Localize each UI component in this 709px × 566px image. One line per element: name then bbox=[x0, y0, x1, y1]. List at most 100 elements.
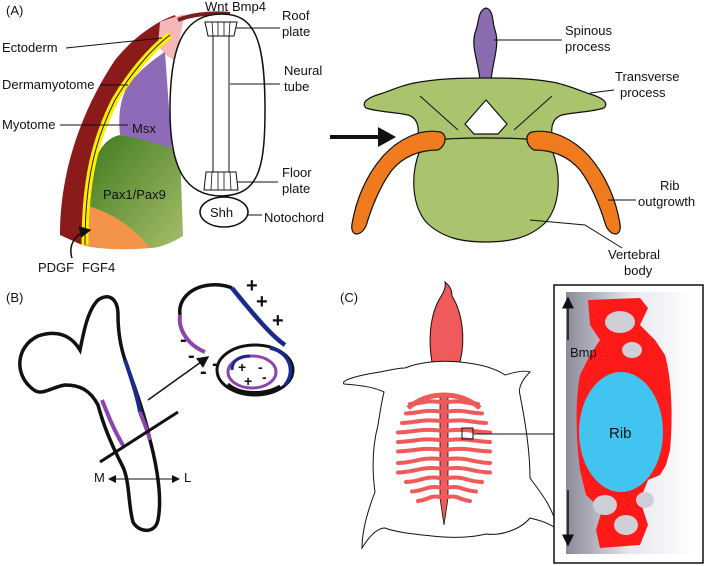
notochord-label: Notochord bbox=[264, 210, 324, 225]
neural-canal bbox=[464, 99, 508, 135]
vertebral-body bbox=[413, 137, 559, 243]
cavity-5 bbox=[636, 492, 654, 508]
rolled-tube bbox=[177, 283, 295, 397]
sheet-blue-segment bbox=[123, 359, 142, 413]
arch-line-left bbox=[419, 95, 459, 131]
turtle-rib-l-5 bbox=[396, 437, 442, 444]
tube-purple-left bbox=[177, 314, 206, 354]
inner-plus-1: + bbox=[238, 359, 246, 375]
turtle bbox=[343, 280, 559, 550]
minus-sign-3: - bbox=[200, 361, 207, 383]
tube-top-cap bbox=[209, 283, 233, 290]
turtle-rib-r-2 bbox=[446, 408, 484, 416]
cavity-4 bbox=[614, 515, 638, 535]
yellow-band-outline bbox=[84, 34, 171, 246]
myotome-region bbox=[119, 52, 172, 150]
turtle-rib-r-11 bbox=[446, 494, 472, 503]
turtle-rib-r-6 bbox=[446, 446, 492, 454]
floor-plate-label-1: Floor bbox=[282, 165, 312, 180]
turtle-rib-l-3 bbox=[400, 418, 442, 425]
neural-tube-label-1: Neural bbox=[284, 63, 322, 78]
tube-blue-outer bbox=[230, 286, 287, 347]
turtle-rib-r-8 bbox=[446, 466, 492, 475]
neural-tube bbox=[169, 13, 266, 197]
dermamyotome-label: Dermamyotome bbox=[2, 77, 94, 92]
minus-sign-4: - bbox=[212, 353, 219, 375]
bmp-label: Bmp bbox=[570, 345, 597, 360]
minus-sign-2: - bbox=[188, 345, 195, 367]
somite bbox=[60, 14, 185, 250]
spinous-label-2: process bbox=[565, 39, 611, 54]
turtle-rib-l-11 bbox=[416, 494, 442, 503]
rib-left bbox=[351, 130, 446, 235]
tube-top-outline bbox=[178, 283, 211, 316]
wnt-label: Wnt bbox=[205, 0, 229, 14]
rib-cross-section bbox=[579, 372, 663, 492]
msx-label: Msx bbox=[132, 121, 156, 136]
turtle-rib-r-1 bbox=[446, 399, 480, 406]
myotome-label: Myotome bbox=[2, 117, 55, 132]
vertebra bbox=[351, 7, 621, 243]
roof-plate-label-2: plate bbox=[282, 24, 310, 39]
neural-tube-outline bbox=[169, 13, 266, 197]
floor-line-4 bbox=[229, 171, 232, 191]
pdgf-arrow bbox=[70, 226, 92, 259]
roof-line-4 bbox=[228, 21, 231, 37]
cavity-3 bbox=[593, 495, 617, 515]
roof-plate-label-1: Roof bbox=[282, 8, 310, 23]
transverse-leader bbox=[589, 89, 615, 94]
roof-plate bbox=[204, 21, 238, 37]
pax-region bbox=[88, 135, 183, 248]
tube-end-inner-blue bbox=[230, 354, 251, 371]
pdgf-label: PDGF bbox=[38, 260, 74, 275]
turtle-rib-l-6 bbox=[396, 446, 442, 454]
rib-right bbox=[526, 130, 621, 235]
turtle-rib-l-10 bbox=[410, 485, 442, 494]
sheet-purple-segment-2 bbox=[138, 411, 152, 441]
floor-plate bbox=[203, 171, 239, 191]
neural-tube-label-2: tube bbox=[284, 79, 309, 94]
turtle-rib-r-10 bbox=[446, 485, 478, 494]
transition-arrow-head bbox=[378, 127, 396, 147]
turtle-rib-l-7 bbox=[396, 456, 442, 465]
cavity-2 bbox=[622, 342, 642, 358]
transverse-label-2: process bbox=[620, 85, 666, 100]
sheet-purple-segment bbox=[100, 399, 126, 449]
lateral-label: L bbox=[184, 470, 191, 485]
spinous-label-1: Spinous bbox=[565, 23, 612, 38]
tube-end-inner-black bbox=[226, 382, 281, 394]
turtle-rib-r-7 bbox=[446, 456, 492, 465]
tube-end-blue-arc bbox=[269, 346, 293, 387]
dermomyotome-sheet bbox=[18, 295, 179, 533]
turtle-rib-l-2 bbox=[404, 408, 442, 416]
floor-line-1 bbox=[210, 171, 213, 191]
plus-sign-2: + bbox=[256, 291, 268, 313]
cavity-1 bbox=[605, 311, 635, 333]
bmp4-label: Bmp4 bbox=[232, 0, 266, 14]
vertebral-body-label-2: body bbox=[624, 263, 653, 278]
ml-arrow-right bbox=[172, 475, 180, 483]
panel-c-label: (C) bbox=[340, 290, 358, 305]
medial-label: M bbox=[94, 470, 105, 485]
sheet-cut-line bbox=[99, 410, 179, 464]
inner-plus-2: + bbox=[244, 373, 252, 389]
ml-arrow-left bbox=[108, 475, 116, 483]
rib-label: Rib bbox=[609, 425, 632, 442]
panel-b-label: (B) bbox=[6, 290, 23, 305]
turtle-ribs bbox=[396, 399, 492, 503]
vertebral-body-leader bbox=[529, 219, 623, 249]
rib-outgrowth-label-1: Rib bbox=[660, 178, 680, 193]
turtle-rib-r-9 bbox=[446, 475, 484, 484]
plus-sign-3: + bbox=[272, 310, 284, 332]
arch-line-right bbox=[513, 95, 553, 131]
turtle-rib-l-1 bbox=[408, 399, 442, 406]
vertebral-body-label-1: Vertebral bbox=[608, 247, 660, 262]
inner-minus-1: - bbox=[258, 359, 263, 375]
turtle-shell bbox=[343, 360, 559, 550]
turtle-rib-l-8 bbox=[396, 466, 442, 475]
spinous-process bbox=[473, 7, 498, 81]
pax-label: Pax1/Pax9 bbox=[103, 187, 166, 202]
transverse-label-1: Transverse bbox=[615, 69, 680, 84]
